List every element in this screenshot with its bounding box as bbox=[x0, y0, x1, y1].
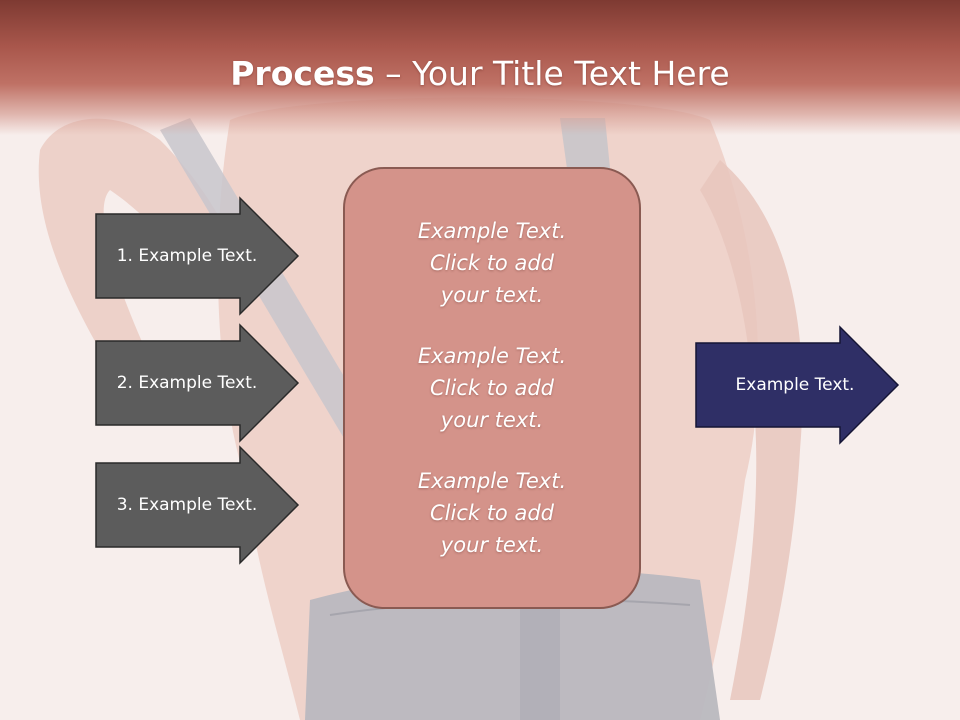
center-line: your text. bbox=[440, 533, 544, 557]
title-band bbox=[0, 0, 960, 135]
center-line: Click to add bbox=[429, 376, 554, 400]
input-arrow-2-label: 2. Example Text. bbox=[116, 373, 258, 393]
center-panel[interactable]: Example Text. Click to add your text. Ex… bbox=[344, 168, 640, 608]
title-rest-part: – Your Title Text Here bbox=[374, 54, 730, 93]
center-line: Example Text. bbox=[417, 469, 567, 493]
center-line: Click to add bbox=[429, 251, 554, 275]
center-text-block-2[interactable]: Example Text. Click to add your text. bbox=[418, 340, 566, 436]
center-line: your text. bbox=[440, 408, 544, 432]
center-line: Click to add bbox=[429, 501, 554, 525]
center-line: your text. bbox=[440, 283, 544, 307]
center-text-block-3[interactable]: Example Text. Click to add your text. bbox=[418, 465, 566, 561]
input-arrow-1[interactable] bbox=[95, 196, 300, 316]
center-line: Example Text. bbox=[417, 344, 567, 368]
center-line: Example Text. bbox=[417, 219, 567, 243]
title-bold-part: Process bbox=[230, 54, 375, 93]
output-arrow-label: Example Text. bbox=[735, 375, 855, 395]
input-arrow-2[interactable] bbox=[95, 323, 300, 443]
input-arrow-1-label: 1. Example Text. bbox=[116, 246, 258, 266]
slide-title[interactable]: Process – Your Title Text Here bbox=[0, 52, 960, 96]
input-arrow-3[interactable] bbox=[95, 445, 300, 565]
center-panel-shape[interactable] bbox=[343, 167, 641, 609]
output-arrow[interactable] bbox=[695, 325, 900, 445]
center-text-block-1[interactable]: Example Text. Click to add your text. bbox=[418, 215, 566, 311]
input-arrow-3-label: 3. Example Text. bbox=[116, 495, 258, 515]
